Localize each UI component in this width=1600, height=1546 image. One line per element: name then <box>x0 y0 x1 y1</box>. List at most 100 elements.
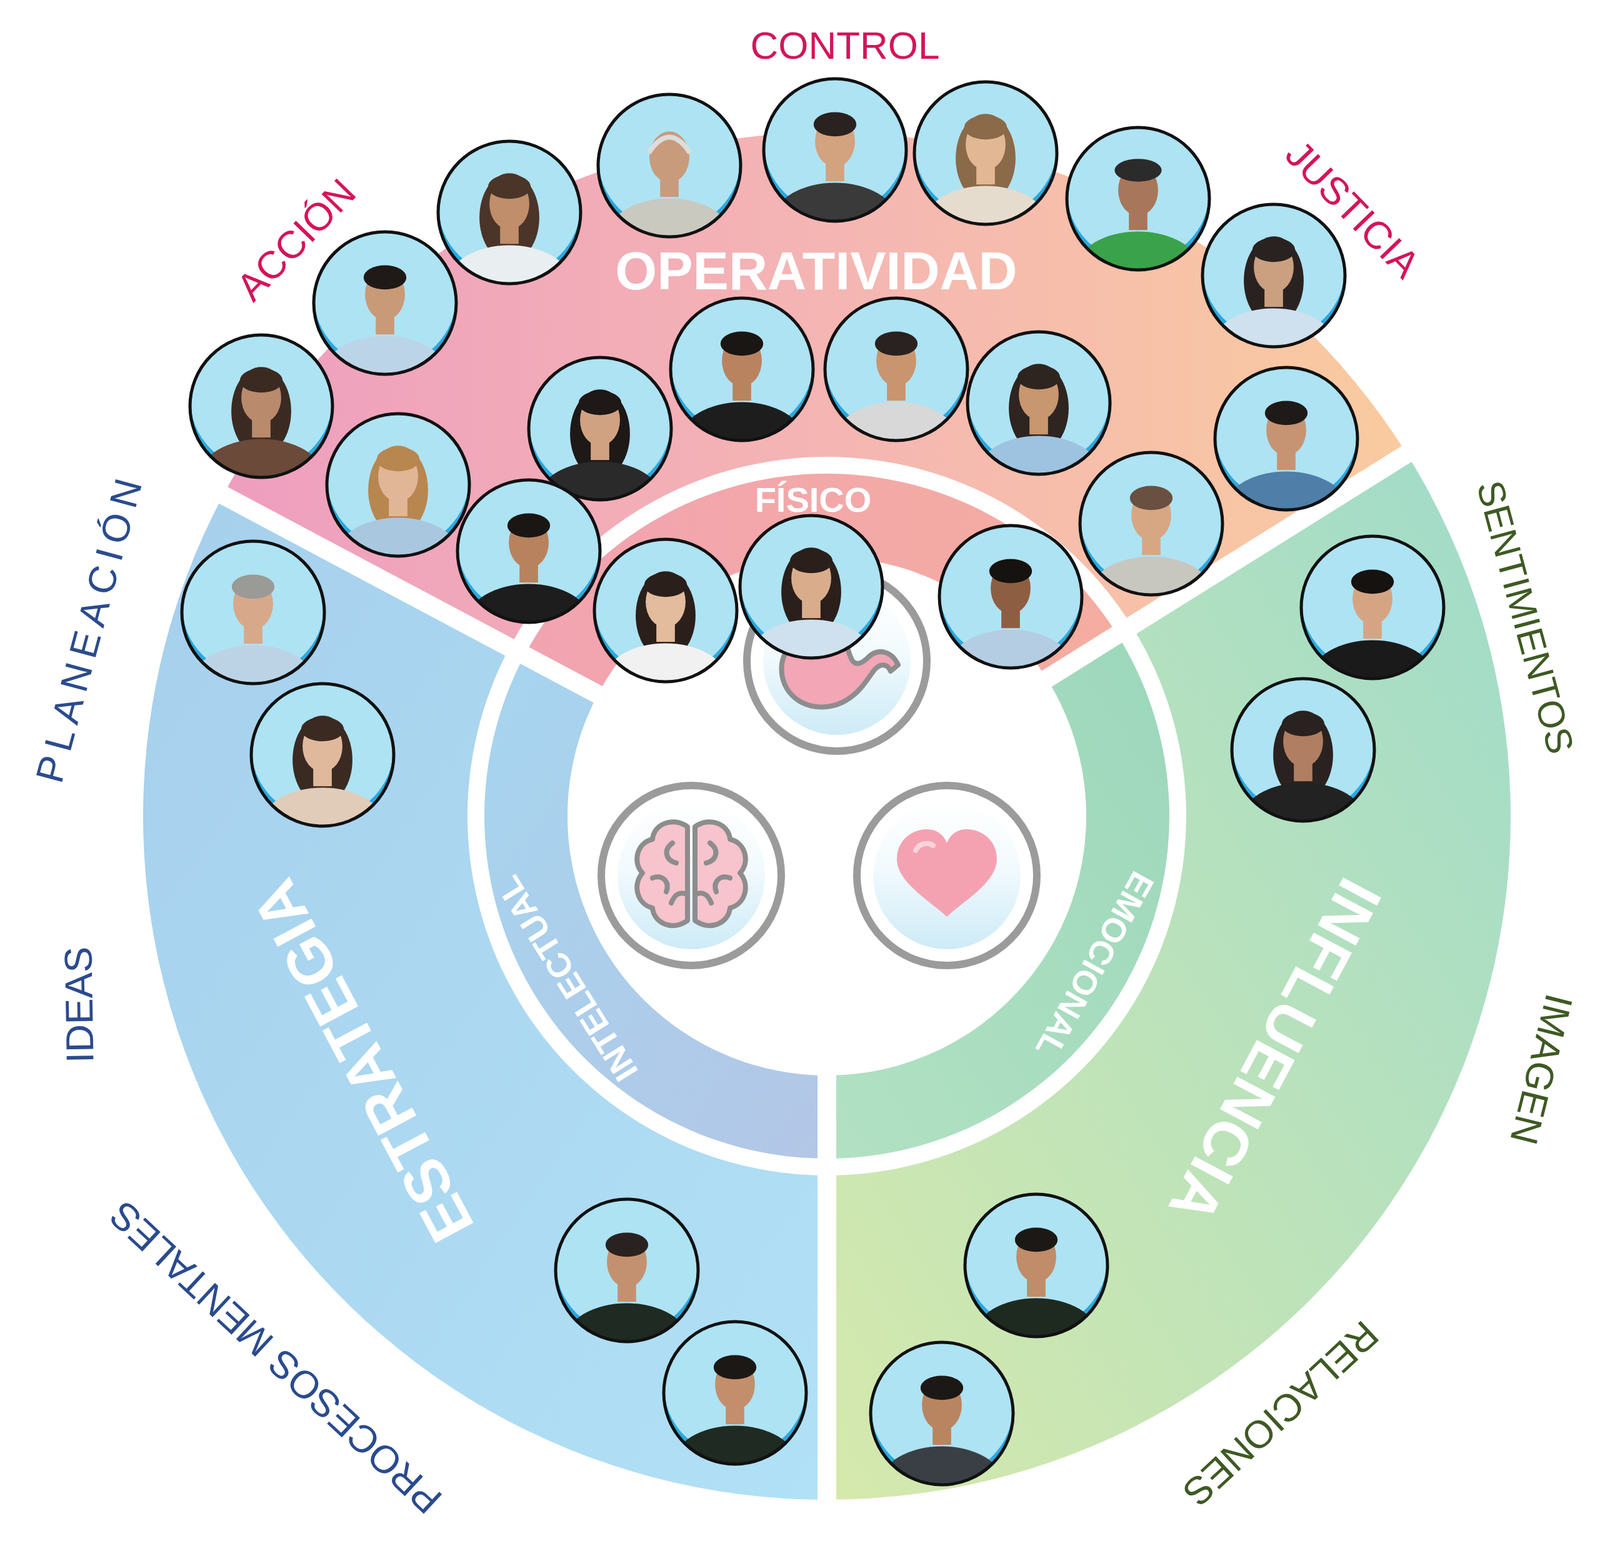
person-hair <box>989 559 1032 584</box>
photo-outline <box>457 480 600 623</box>
trait-label-holder: IMAGEN <box>1503 990 1579 1149</box>
band-node: INFLUENCIA <box>825 452 1512 1502</box>
person-hair <box>790 549 833 574</box>
brain-lobe <box>636 821 688 926</box>
band-fill <box>484 655 827 1159</box>
person-cap <box>1114 158 1162 182</box>
band-fill <box>826 453 1511 1500</box>
person-hair <box>1281 712 1325 737</box>
person-hair <box>1265 401 1308 426</box>
person-hair <box>1351 570 1394 595</box>
person-hair <box>578 391 622 416</box>
person-hair <box>813 112 857 137</box>
band-shape <box>221 131 1409 650</box>
person-hair <box>231 575 275 600</box>
photo-outline <box>670 298 814 441</box>
photo-outline <box>528 357 672 500</box>
photo-outline <box>326 413 470 557</box>
band-node: FÍSICO <box>523 472 1119 697</box>
person-hair <box>363 265 407 290</box>
band-title-holder: OPERATIVIDAD <box>615 243 1017 298</box>
brain-glyph <box>636 821 746 926</box>
photo-outline <box>438 141 581 284</box>
trait-label: RELACIONES <box>1176 1314 1386 1514</box>
person-hair <box>605 1233 649 1258</box>
person-hair <box>644 573 687 598</box>
photo-outline <box>313 231 457 375</box>
heart-highlight <box>915 843 934 851</box>
photo-outline <box>763 78 907 222</box>
photo-outline <box>1231 678 1375 822</box>
photo-outline <box>1301 536 1444 679</box>
photo-outline <box>914 81 1057 225</box>
person-hair <box>964 115 1007 140</box>
brain-icon <box>601 785 782 966</box>
person-hair <box>376 447 420 472</box>
band-fill <box>826 635 1170 1159</box>
band-title: EMOCIONAL <box>1030 866 1160 1064</box>
band-title: OPERATIVIDAD <box>615 243 1017 298</box>
photo-outline <box>555 1199 699 1342</box>
trait-label: PLANEACIÓN <box>30 468 150 787</box>
band-fill <box>223 132 1407 648</box>
photo-outline <box>598 94 741 237</box>
band-node: INTELECTUAL <box>483 653 829 1160</box>
person-hair <box>507 513 550 539</box>
brain-folds <box>652 843 730 904</box>
trait-label: PROCESOS MENTALES <box>103 1194 449 1521</box>
band-title: INFLUENCIA <box>1159 869 1393 1234</box>
trait-label: IMAGEN <box>1503 990 1579 1149</box>
photo-outline <box>1080 452 1223 595</box>
photo-outline <box>965 1194 1108 1337</box>
person-hair <box>648 136 690 153</box>
photo-outline <box>967 331 1110 475</box>
icon-ring <box>601 785 782 966</box>
trait-label-holder: IDEAS <box>58 946 100 1064</box>
person-hair <box>240 368 283 394</box>
trait-label: CONTROL <box>750 26 940 65</box>
person-hair <box>1252 238 1295 263</box>
icon-disc <box>873 801 1021 950</box>
photo-outline <box>740 515 883 659</box>
person-hair <box>1015 1228 1058 1253</box>
person-hair <box>301 717 344 742</box>
band-shape <box>825 452 1512 1502</box>
person-hair <box>713 1355 757 1380</box>
band-title-holder: INTELECTUAL <box>490 870 644 1088</box>
brain-lobe <box>695 821 746 926</box>
photo-outline <box>190 335 333 478</box>
trait-label-holder: CONTROL <box>750 26 940 65</box>
band-title-holder: EMOCIONAL <box>1030 866 1160 1064</box>
photo-outline <box>1215 367 1358 510</box>
trait-label: SENTIMIENTOS <box>1470 476 1580 758</box>
band-node: EMOCIONAL <box>825 633 1171 1160</box>
band-title-holder: FÍSICO <box>755 482 872 518</box>
person-hair <box>920 1376 964 1401</box>
photo-outline <box>939 525 1082 669</box>
person-hair <box>875 331 918 357</box>
band-separator <box>817 1063 837 1529</box>
band-title: INTELECTUAL <box>490 870 644 1088</box>
photo-outline <box>1202 204 1345 347</box>
band-fill <box>524 473 1118 695</box>
person-hair <box>720 331 764 357</box>
band-title-holder: INFLUENCIA <box>1159 869 1393 1234</box>
icon-disc <box>617 801 765 950</box>
photo-outline <box>825 298 968 441</box>
photo-outline <box>594 539 737 682</box>
trait-label-holder: PLANEACIÓN <box>30 468 150 787</box>
band-node: OPERATIVIDAD <box>221 131 1409 650</box>
band-title: ESTRATEGIA <box>241 870 484 1252</box>
photo-outline <box>1066 127 1210 270</box>
photo-outline <box>251 683 394 827</box>
person-hair <box>1017 365 1060 390</box>
person-hair <box>488 175 531 200</box>
band-title: FÍSICO <box>755 482 872 518</box>
trait-label: IDEAS <box>58 946 100 1064</box>
photo-outline <box>181 541 325 684</box>
band-title-holder: ESTRATEGIA <box>241 870 484 1252</box>
trait-label-holder: SENTIMIENTOS <box>1470 476 1580 758</box>
photo-outline <box>663 1321 807 1465</box>
trait-label-holder: RELACIONES <box>1176 1314 1386 1514</box>
team-photo <box>939 518 1082 704</box>
